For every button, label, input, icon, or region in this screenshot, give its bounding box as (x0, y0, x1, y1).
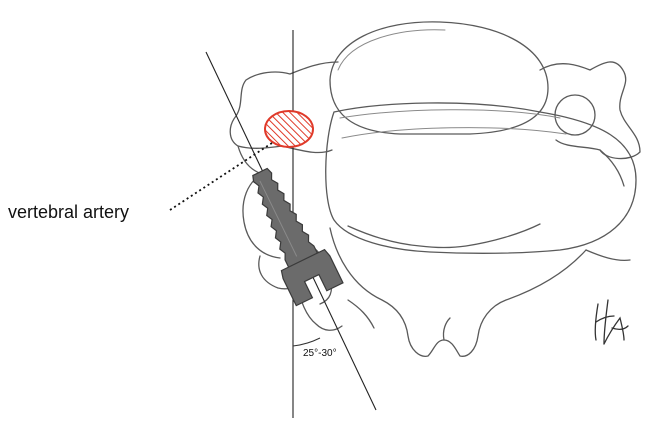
vertebral-artery-label: vertebral artery (8, 202, 129, 222)
artist-signature-icon (595, 300, 628, 344)
vertebra-outline (230, 22, 640, 356)
right-transverse-foramen (555, 95, 595, 135)
upper-vertebral-body (330, 22, 548, 134)
angle-arc (293, 338, 320, 346)
angle-label: 25°-30° (303, 348, 337, 359)
lower-vertebral-body (326, 103, 636, 253)
vertebral-artery-marker (265, 111, 313, 147)
